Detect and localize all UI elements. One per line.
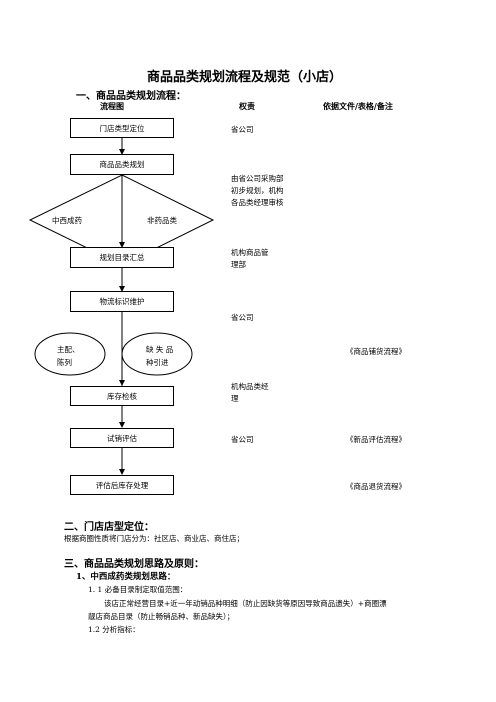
duty-step3-line-2: 理部 xyxy=(231,260,246,269)
ellipse-right-label: 缺 失 品 种引进 xyxy=(146,343,173,369)
section-1-heading: 一、商品品类规划流程： xyxy=(76,91,186,102)
flow-step-post-evaluation-stock: 评估后库存处理 xyxy=(70,475,174,495)
flow-step-inventory-check: 库存检核 xyxy=(70,386,174,406)
column-header-flow: 流程图 xyxy=(100,101,124,111)
diamond-label-western-medicine: 中西成药 xyxy=(52,216,82,225)
duty-step5-line-2: 理 xyxy=(231,394,239,403)
duty-step1: 省公司 xyxy=(231,125,254,134)
ref-product-return-process: 《商品退货流程》 xyxy=(346,482,406,491)
document-title: 商品品类规划流程及规范（小店） xyxy=(147,70,343,85)
flow-step-catalog-summary: 规划目录汇总 xyxy=(70,247,174,268)
paragraph-1-1-line-2: 靓店商品目录（防止畅销品种、新品缺失）； xyxy=(88,612,235,621)
paragraph-1-2-heading: 1.2 分析指标： xyxy=(88,625,140,634)
ellipse-left-shape xyxy=(34,332,106,376)
section-2-heading: 二、门店店型定位： xyxy=(64,522,154,533)
subsection-1-heading: 1、中西成药类规划思路： xyxy=(76,572,176,582)
ref-distribution-process: 《商品铺货流程》 xyxy=(346,347,406,356)
duty-step3: 机构商品管 理部 xyxy=(231,247,269,271)
diamond-label-non-drug: 非药品类 xyxy=(147,216,177,225)
column-header-ref: 依据文件/表格/备注 xyxy=(323,101,393,111)
section-3-heading: 三、商品品类规划思路及原则： xyxy=(64,559,204,570)
ellipse-left-label: 主配、 陈列 xyxy=(57,343,80,369)
flow-step-logistics-marking: 物流标识维护 xyxy=(70,291,174,312)
ellipse-left-line-2: 陈列 xyxy=(57,358,72,367)
column-header-duty: 权责 xyxy=(239,101,255,111)
ref-new-product-evaluation: 《新品评估流程》 xyxy=(346,435,406,444)
duty-step2-line-1: 由省公司采购部 xyxy=(231,174,284,183)
duty-step4: 省公司 xyxy=(231,313,254,322)
duty-step2: 由省公司采购部 初步规划，机构 各品类经理审核 xyxy=(231,173,284,209)
ellipse-left-line-1: 主配、 xyxy=(57,345,80,354)
flow-step-category-planning: 商品品类规划 xyxy=(70,154,174,175)
paragraph-1-1-line-1: 该店正常经营目录+近一年动销品种明细（防止因缺货等原因导致商品遗失）+商圈漂 xyxy=(104,599,387,608)
duty-step2-line-3: 各品类经理审核 xyxy=(231,198,284,207)
duty-step3-line-1: 机构商品管 xyxy=(231,248,269,257)
ellipse-right-line-2: 种引进 xyxy=(146,358,169,367)
flow-step-store-type: 门店类型定位 xyxy=(70,118,174,138)
duty-step6: 省公司 xyxy=(231,435,254,444)
flow-step-trial-evaluation: 试销评估 xyxy=(70,428,174,448)
section-2-text: 根据商圈性质将门店分为：社区店、商业店、商住店； xyxy=(64,534,244,543)
duty-step5: 机构品类经 理 xyxy=(231,381,269,405)
ellipse-right-line-1: 缺 失 品 xyxy=(146,345,174,354)
paragraph-1-1-heading: 1. 1 必备目录制定取值范围： xyxy=(88,585,188,594)
duty-step2-line-2: 初步规划，机构 xyxy=(231,186,284,195)
duty-step5-line-1: 机构品类经 xyxy=(231,382,269,391)
